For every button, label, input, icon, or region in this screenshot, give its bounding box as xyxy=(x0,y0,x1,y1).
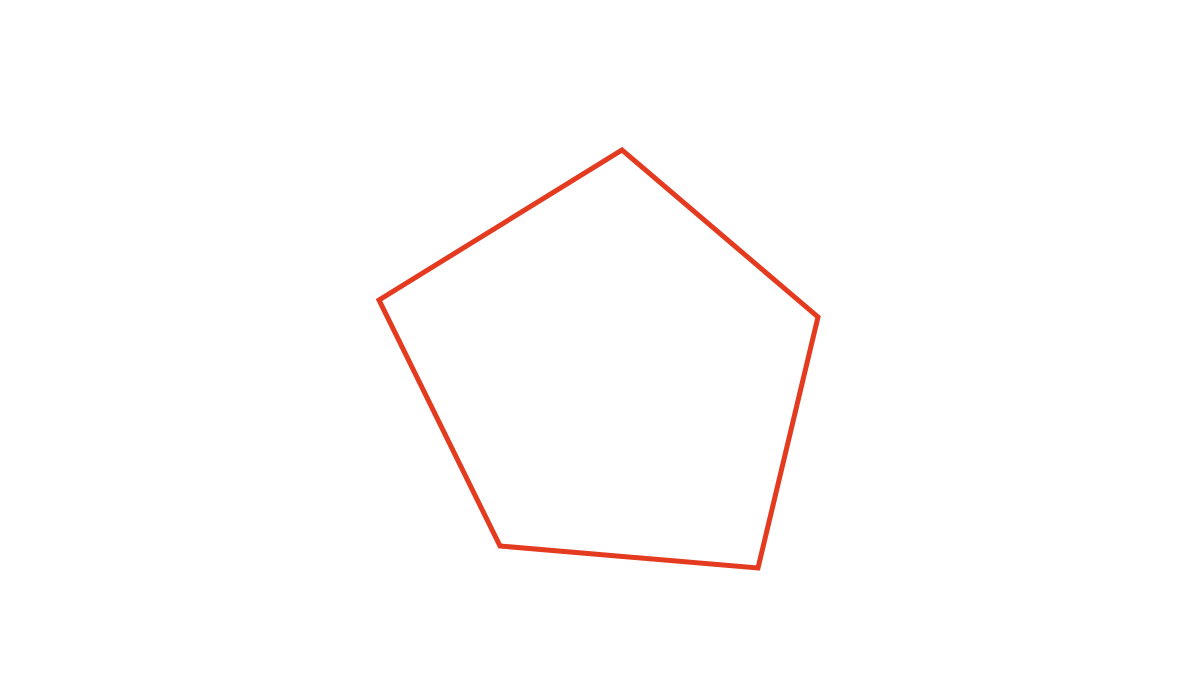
pentagon-outline xyxy=(375,146,821,571)
